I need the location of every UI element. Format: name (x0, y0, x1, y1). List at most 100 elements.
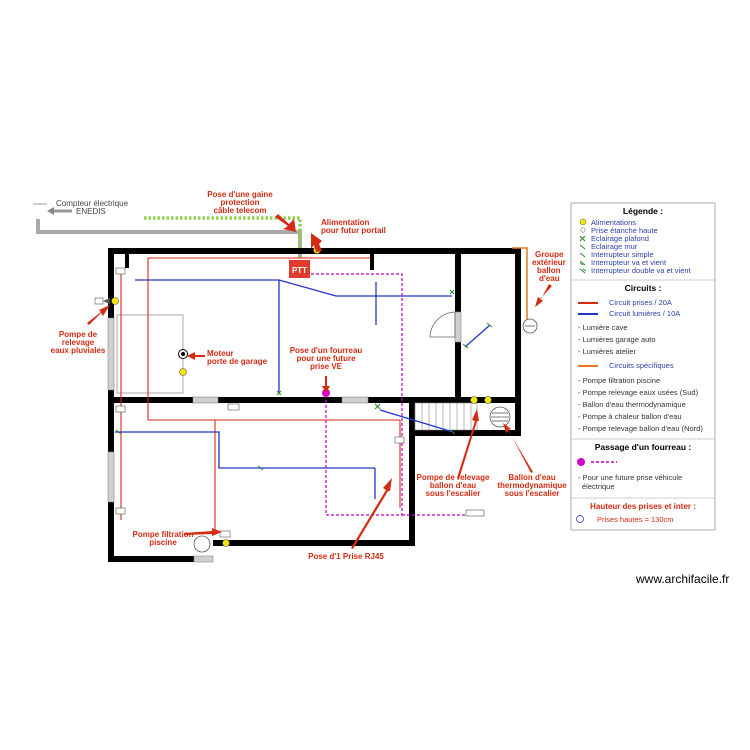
svg-text:Pompe filtration: Pompe filtration (133, 530, 194, 539)
socket-icon (465, 509, 485, 517)
sockets (115, 267, 485, 517)
motor-icon (178, 349, 188, 359)
svg-text:Eclairage plafond: Eclairage plafond (591, 234, 649, 243)
power-dot-icon (484, 396, 492, 404)
ceiling-light-icon (276, 390, 282, 396)
svg-text:Pose d'une gaine: Pose d'une gaine (207, 190, 273, 199)
circuit-prises (120, 257, 401, 533)
svg-text:Moteur: Moteur (207, 349, 234, 358)
annotation-pompe-piscine: Pompe filtration piscine (133, 530, 194, 547)
svg-text:Pompe de relevage: Pompe de relevage (417, 473, 490, 482)
wall-light-icon (579, 244, 586, 250)
ceiling-light-icon (579, 235, 586, 242)
socket-icon (115, 405, 126, 413)
svg-text:d'eau: d'eau (539, 274, 560, 283)
annotation-portail: Alimentation pour futur portail (321, 218, 386, 235)
annotation-pompe-pluviales: Pompe de relevage eaux pluviales (51, 330, 106, 355)
fourreau-dot-icon (577, 458, 585, 466)
annotation-ballon-thermo: Ballon d'eau thermodynamique sous l'esca… (497, 473, 567, 498)
switch-double-icon (374, 403, 381, 410)
circuit-lumieres (115, 279, 491, 499)
svg-text:Eclairage mur: Eclairage mur (591, 242, 638, 251)
thermo-tank-icon (489, 406, 511, 428)
svg-text:protection: protection (220, 198, 259, 207)
switch-icon (486, 322, 493, 328)
svg-text:ballon d'eau: ballon d'eau (430, 481, 476, 490)
svg-text:- Lumières garage auto: - Lumières garage auto (578, 335, 656, 344)
svg-text:Circuit lumières / 10A: Circuit lumières / 10A (609, 309, 680, 318)
staircase (414, 402, 478, 431)
switch-icon (257, 465, 264, 471)
switches (115, 289, 493, 471)
switch-icon (115, 429, 122, 435)
socket-icon (227, 403, 240, 411)
svg-text:Prise étanche haute: Prise étanche haute (591, 226, 658, 235)
svg-text:Alimentations: Alimentations (591, 218, 636, 227)
switch-two-way-icon (579, 260, 586, 266)
annotation-groupe: Groupe extérieur ballon d'eau (532, 250, 566, 283)
svg-text:- Pompe filtration piscine: - Pompe filtration piscine (578, 376, 660, 385)
pump-piscine (193, 530, 231, 553)
arrow-left-icon (47, 207, 54, 215)
svg-text:eaux pluviales: eaux pluviales (51, 346, 106, 355)
svg-text:- Pour une future prise véhicu: - Pour une future prise véhicule (578, 473, 682, 482)
power-dot-icon (470, 396, 478, 404)
power-dot-icon (179, 368, 187, 376)
annotation-fourreau-ve: Pose d'un fourreau pour une future prise… (290, 346, 363, 371)
svg-text:sous l'escalier: sous l'escalier (426, 489, 481, 498)
svg-text:Prises hautes = 130cm: Prises hautes = 130cm (597, 515, 674, 524)
power-dots (111, 246, 492, 547)
door-swing (429, 311, 456, 338)
socket-icon (115, 507, 126, 515)
legend-panel: Légende : Alimentations Prise étanche ha… (570, 202, 716, 531)
garage-door (116, 314, 184, 394)
pump-pluviales (94, 297, 110, 305)
svg-text:PTT: PTT (292, 266, 307, 275)
socket-icon (394, 436, 405, 444)
telecom-sheath (144, 216, 302, 262)
svg-text:Groupe: Groupe (535, 250, 564, 259)
svg-text:câble telecom: câble telecom (214, 206, 267, 215)
svg-text:sous l'escalier: sous l'escalier (505, 489, 560, 498)
power-dot-icon (222, 539, 230, 547)
svg-text:ballon: ballon (537, 266, 561, 275)
external-unit-icon (522, 318, 538, 334)
passage-title: Passage d'un fourreau : (595, 442, 692, 452)
ceiling-light-icon (449, 289, 455, 295)
svg-text:pour futur portail: pour futur portail (321, 226, 386, 235)
switch-icon (449, 429, 456, 435)
svg-text:Circuits spécifiques: Circuits spécifiques (609, 361, 674, 370)
svg-text:Pose d'un fourreau: Pose d'un fourreau (290, 346, 363, 355)
ptt-box: PTT (289, 260, 310, 278)
watermark: www.archifacile.fr (636, 572, 730, 586)
svg-text:porte de garage: porte de garage (207, 357, 268, 366)
svg-text:pour une future: pour une future (296, 354, 356, 363)
power-dot-icon (579, 218, 587, 226)
svg-text:- Pompe relevage ballon d'eau: - Pompe relevage ballon d'eau (Nord) (578, 424, 703, 433)
svg-text:- Ballon d'eau thermodynamique: - Ballon d'eau thermodynamique (578, 400, 686, 409)
svg-text:- Lumières atelier: - Lumières atelier (578, 347, 636, 356)
meter-label: Compteur électrique (56, 199, 129, 208)
socket-high-icon (576, 515, 584, 523)
svg-text:Pompe de: Pompe de (59, 330, 98, 339)
openings (107, 311, 462, 563)
annotation-arrows (87, 214, 552, 549)
fourreau-path (301, 273, 468, 516)
annotation-gaine: Pose d'une gaine protection câble teleco… (207, 190, 273, 215)
legend-title: Légende : (623, 206, 663, 216)
svg-text:Circuit prises / 20A: Circuit prises / 20A (609, 298, 672, 307)
svg-text:Ballon d'eau: Ballon d'eau (508, 473, 555, 482)
switch-icon (579, 252, 586, 258)
svg-text:piscine: piscine (149, 538, 177, 547)
circuit-specifique (512, 247, 528, 320)
socket-icon (580, 227, 586, 233)
hauteur-title: Hauteur des prises et inter : (590, 502, 696, 511)
svg-text:Interrupteur simple: Interrupteur simple (591, 250, 654, 259)
svg-text:prise VE: prise VE (310, 362, 343, 371)
switch-double-icon (579, 268, 587, 274)
meter-provider: ENEDIS (76, 207, 106, 216)
svg-text:électrique: électrique (582, 482, 615, 491)
svg-text:extérieur: extérieur (532, 258, 566, 267)
socket-icon (115, 267, 126, 275)
